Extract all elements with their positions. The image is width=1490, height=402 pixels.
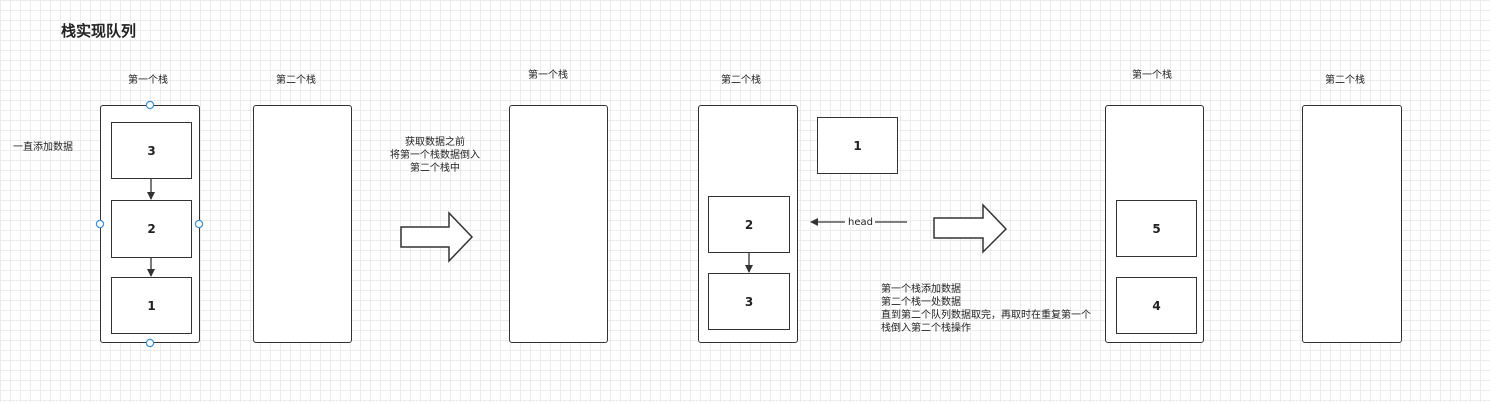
- transfer-note-line: 获取数据之前: [405, 137, 465, 148]
- selection-handle: [145, 338, 155, 348]
- stage1-node-bottom[interactable]: 1: [111, 277, 192, 334]
- stage3-note-line: 第二个栈一处数据: [881, 297, 961, 308]
- stage3-note-line: 第一个栈添加数据: [881, 284, 961, 295]
- stage2-second-stack-label: 第二个栈: [721, 75, 761, 86]
- stage1-first-stack-label: 第一个栈: [128, 75, 168, 86]
- transfer-note-line: 第二个栈中: [410, 163, 460, 174]
- stage2-first-stack-label: 第一个栈: [528, 70, 568, 81]
- stage1-second-stack-label: 第二个栈: [276, 75, 316, 86]
- stage3-node-top[interactable]: 5: [1116, 200, 1197, 257]
- stage3-second-stack[interactable]: [1302, 105, 1402, 343]
- stage1-note: 一直添加数据: [13, 142, 73, 153]
- selection-handle: [145, 100, 155, 110]
- diagram-title: 栈实现队列: [61, 22, 137, 40]
- stage3-note: 第一个栈添加数据 第二个栈一处数据 直到第二个队列数据取完，再取时在重复第一个 …: [881, 283, 1091, 335]
- transfer-arrow-1: [400, 211, 474, 263]
- stage2-node-top[interactable]: 2: [708, 196, 790, 253]
- stage3-note-line: 栈倒入第二个栈操作: [881, 323, 971, 334]
- stage3-note-line: 直到第二个队列数据取完，再取时在重复第一个: [881, 310, 1091, 321]
- transfer-arrow-2: [933, 203, 1008, 254]
- stage1-node-middle[interactable]: 2: [111, 200, 192, 258]
- transfer-note: 获取数据之前 将第一个栈数据倒入 第二个栈中: [380, 136, 490, 175]
- stage3-first-stack-label: 第一个栈: [1132, 70, 1172, 81]
- selection-handle: [95, 219, 105, 229]
- stage3-second-stack-label: 第二个栈: [1325, 75, 1365, 86]
- stage2-first-stack[interactable]: [509, 105, 608, 343]
- head-label: head: [847, 217, 874, 228]
- stage1-second-stack[interactable]: [253, 105, 352, 343]
- selection-handle: [194, 219, 204, 229]
- stage3-node-bottom[interactable]: 4: [1116, 277, 1197, 334]
- stage2-popped-node[interactable]: 1: [817, 117, 898, 174]
- stage2-node-bottom[interactable]: 3: [708, 273, 790, 330]
- stage1-node-top[interactable]: 3: [111, 122, 192, 179]
- transfer-note-line: 将第一个栈数据倒入: [390, 150, 480, 161]
